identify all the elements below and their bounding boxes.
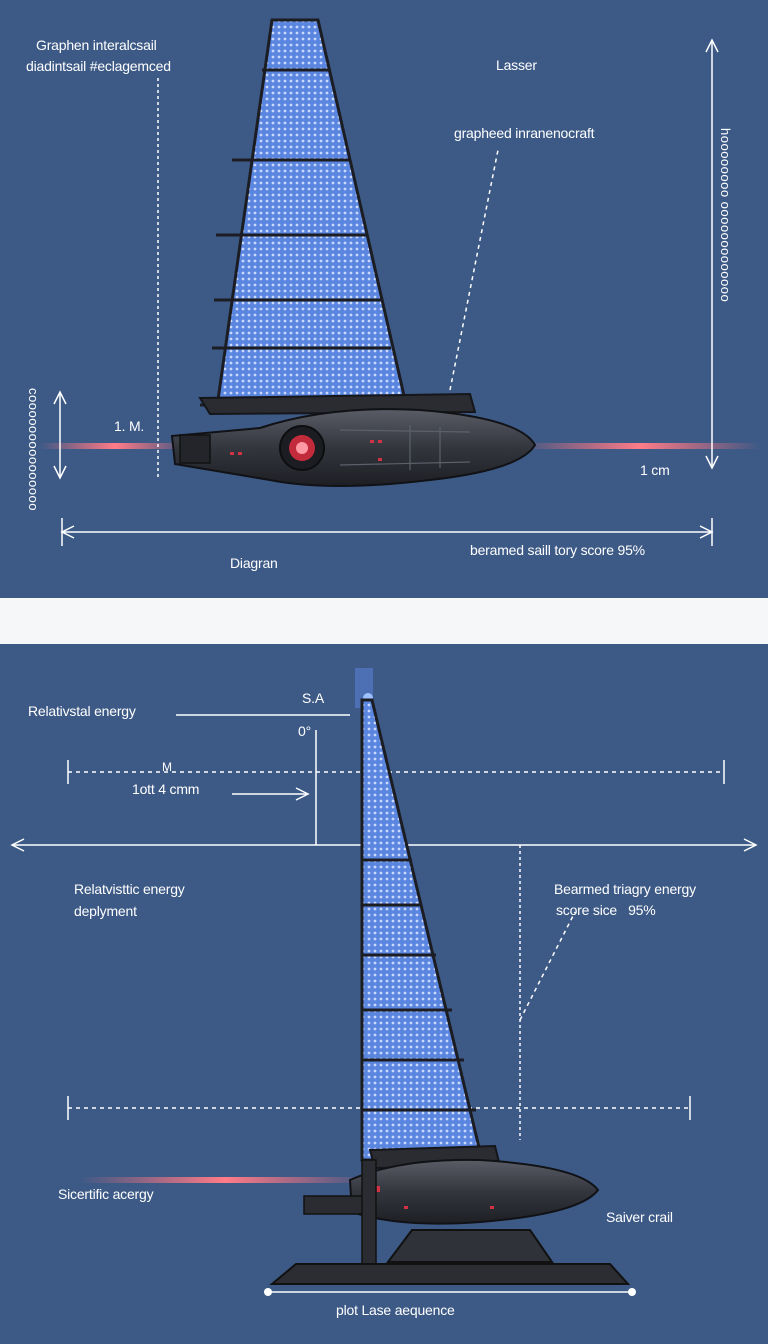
top-title-line1: Graphen interalcsail bbox=[36, 37, 157, 53]
bottom-beamed-line2: score sice 95% bbox=[556, 902, 656, 918]
bottom-sail bbox=[360, 698, 484, 1162]
top-sail bbox=[200, 18, 410, 407]
top-scale-left: 1. M. bbox=[114, 418, 145, 434]
top-laser-beam-right bbox=[520, 443, 760, 449]
bottom-m-label: M bbox=[162, 760, 172, 774]
top-diagram-panel bbox=[0, 0, 768, 598]
bottom-relativistic-top-label: Relativstal energy bbox=[28, 703, 136, 719]
bottom-angle-label: 0° bbox=[298, 723, 311, 739]
bottom-length-label: 1ott 4 cmm bbox=[132, 781, 200, 797]
top-dimension-lines bbox=[53, 38, 719, 546]
bottom-scientific-label: Sicertific acergy bbox=[58, 1186, 154, 1202]
top-laser-label: Lasser bbox=[496, 57, 537, 73]
bottom-laser-beam bbox=[80, 668, 373, 1183]
top-bottom-left-label: Diagran bbox=[230, 555, 278, 571]
bottom-beamed-line1: Bearmed triagry energy bbox=[554, 881, 696, 897]
top-bottom-right-label: beramed saill tory score 95% bbox=[470, 542, 645, 558]
bottom-saiver-label: Saiver crail bbox=[606, 1209, 673, 1225]
top-right-vertical-label: hoooooooo ooooooooooooo bbox=[718, 128, 733, 303]
top-laser-beam-left bbox=[40, 443, 190, 449]
top-craft-label: grapheed inranenocraft bbox=[454, 125, 595, 141]
panel-separator bbox=[0, 598, 768, 644]
top-nanocraft-hull bbox=[170, 392, 537, 487]
bottom-sa-label: S.A bbox=[302, 690, 324, 706]
bottom-nanocraft-hull bbox=[264, 1144, 636, 1296]
top-title-line2: diadintsail #eclagemced bbox=[26, 58, 171, 74]
top-scale-right: 1 cm bbox=[640, 462, 670, 478]
top-left-vertical-label: cooooooooooooooo bbox=[26, 388, 41, 511]
bottom-sequence-label: plot Lase aequence bbox=[336, 1302, 455, 1318]
bottom-relativistic-line2: deplyment bbox=[74, 903, 137, 919]
bottom-relativistic-line1: Relatvisttic energy bbox=[74, 881, 185, 897]
